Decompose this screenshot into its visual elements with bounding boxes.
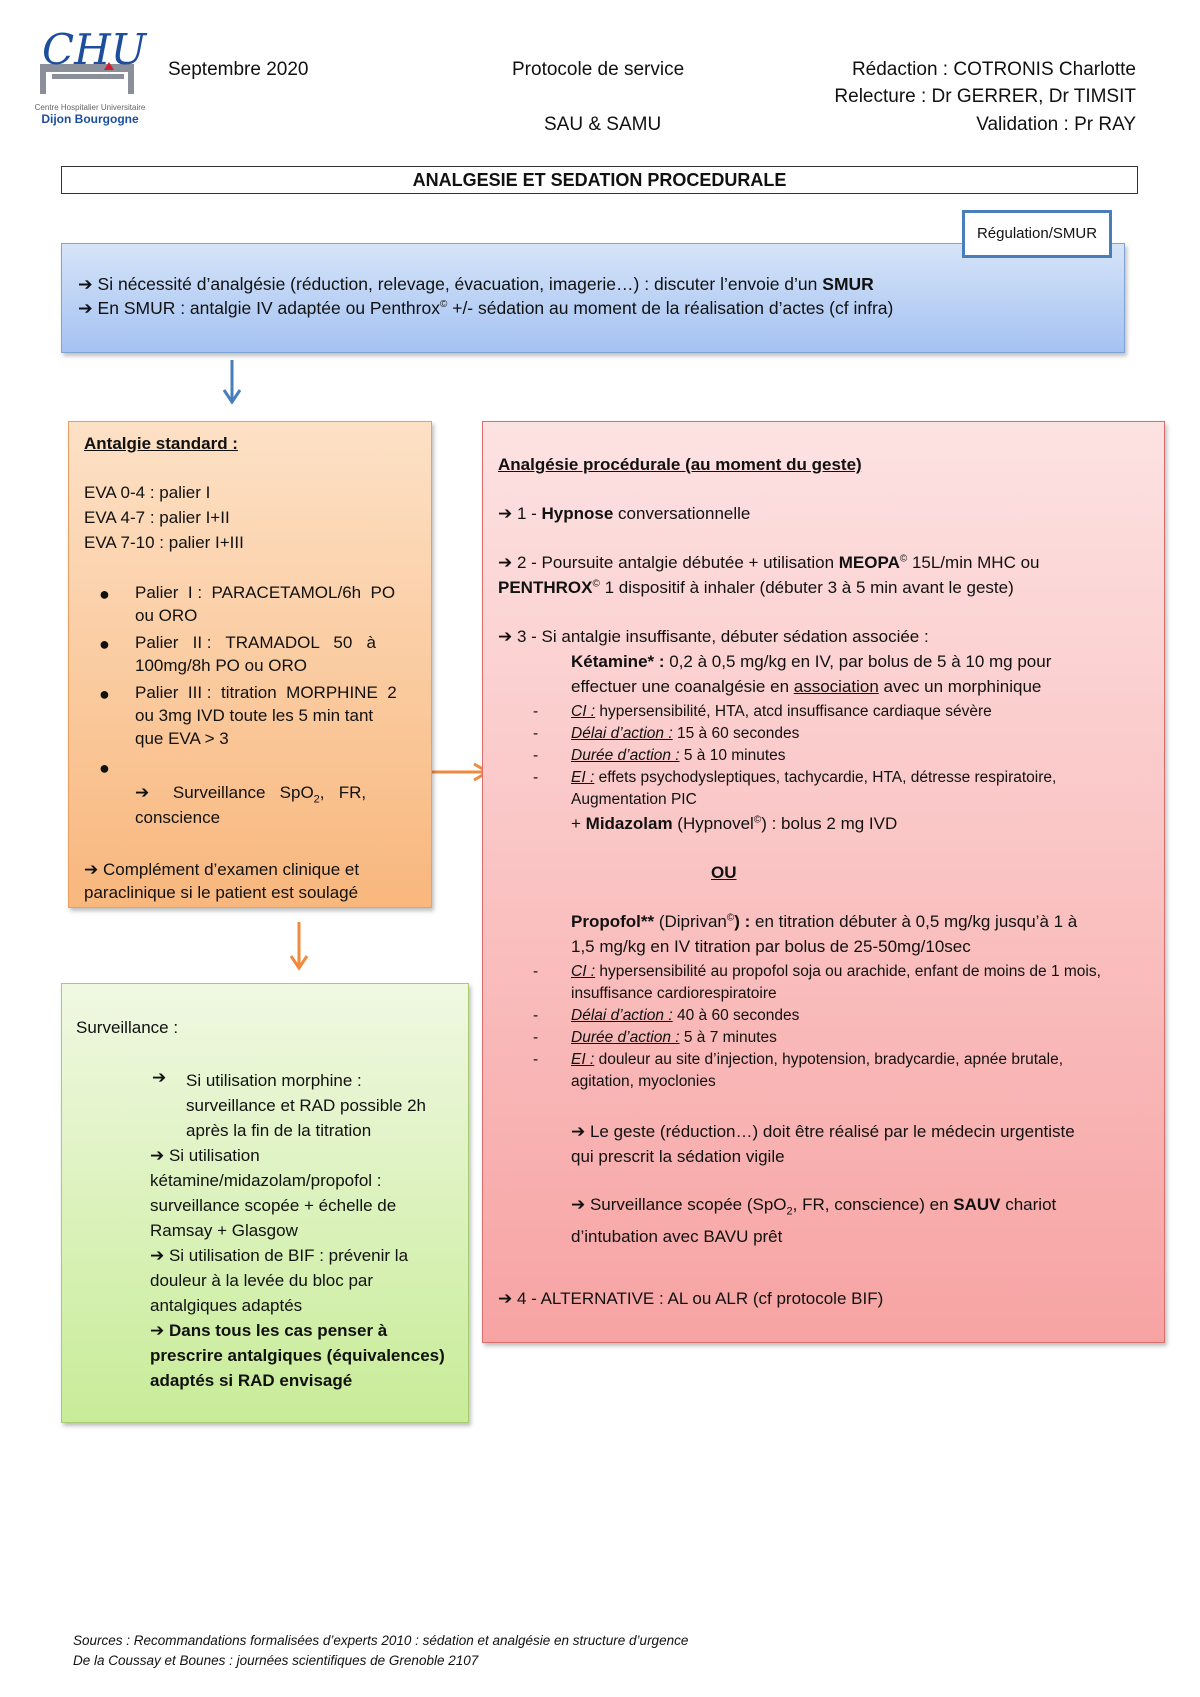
surveillance-ketamine: ➔ Si utilisation kétamine/midazolam/prop… bbox=[150, 1146, 397, 1240]
chu-logo-graphic: CHU bbox=[40, 25, 148, 94]
ketamine-duree: Durée d’action : 5 à 10 minutes bbox=[571, 747, 786, 764]
bullet-icon: ● bbox=[99, 684, 110, 704]
standard-title: Antalgie standard : bbox=[84, 434, 238, 453]
arrow-right-icon: ➔ bbox=[571, 1195, 590, 1214]
arrow-right-icon: ➔ bbox=[78, 274, 93, 294]
procedural-analgesia-box: Analgésie procédurale (au moment du gest… bbox=[482, 421, 1165, 1343]
dash-icon: - bbox=[533, 703, 539, 720]
logo-main-text: CHU bbox=[42, 25, 148, 74]
arrow-right-icon: ➔ bbox=[150, 1146, 169, 1165]
surveillance-box: Surveillance : ➔ Si utilisation morphine… bbox=[61, 983, 469, 1423]
dash-icon: - bbox=[533, 1029, 539, 1046]
bullet-icon: ● bbox=[99, 584, 110, 604]
propofol-line-2: 1,5 mg/kg en IV titration par bolus de 2… bbox=[571, 937, 971, 956]
propofol-delai: Délai d’action : 40 à 60 secondes bbox=[571, 1007, 800, 1024]
arrow-right-icon: ➔ bbox=[135, 783, 173, 802]
ketamine-ci: CI : hypersensibilité, HTA, atcd insuffi… bbox=[571, 703, 992, 720]
header-relecture: Relecture : Dr GERRER, Dr TIMSIT bbox=[834, 86, 1136, 107]
step-2-penthrox: PENTHROX© 1 dispositif à inhaler (débute… bbox=[498, 578, 1014, 597]
eva-line: EVA 4-7 : palier I+II bbox=[84, 508, 230, 527]
palier-3: Palier III : titration MORPHINE 2 ou 3mg… bbox=[135, 683, 397, 748]
surveillance-title: Surveillance : bbox=[76, 1018, 179, 1037]
eva-line: EVA 0-4 : palier I bbox=[84, 483, 211, 502]
dash-icon: - bbox=[533, 1051, 539, 1068]
header-protocol: Protocole de service bbox=[512, 59, 685, 80]
propofol-ei: EI : douleur au site d’injection, hypote… bbox=[571, 1051, 1064, 1068]
step-4-alternative: ➔ 4 - ALTERNATIVE : AL ou ALR (cf protoc… bbox=[498, 1289, 884, 1308]
eva-line: EVA 7-10 : palier I+III bbox=[84, 533, 244, 552]
dash-icon: - bbox=[533, 725, 539, 742]
arrow-right-icon: ➔ bbox=[498, 1289, 517, 1308]
propofol-ci-2: insuffisance cardiorespiratoire bbox=[571, 985, 777, 1002]
ketamine-ei: EI : effets psychodysleptiques, tachycar… bbox=[571, 769, 1057, 786]
surveillance-morphine: Si utilisation morphine : surveillance e… bbox=[186, 1071, 427, 1140]
scope-note: ➔ Surveillance scopée (SpO2, FR, conscie… bbox=[571, 1195, 1057, 1247]
step-3-sedation: ➔ 3 - Si antalgie insuffisante, débuter … bbox=[498, 627, 929, 646]
page-title: ANALGESIE ET SEDATION PROCEDURALE bbox=[61, 166, 1138, 194]
arrow-right-icon: ➔ bbox=[152, 1068, 167, 1087]
step-1-hypnose: ➔ 1 - Hypnose conversationnelle bbox=[498, 504, 751, 523]
surveillance-bif: ➔ Si utilisation de BIF : prévenir la do… bbox=[150, 1246, 409, 1315]
ketamine-line-1: Kétamine* : 0,2 à 0,5 mg/kg en IV, par b… bbox=[571, 652, 1052, 671]
arrow-right-icon: ➔ bbox=[150, 1246, 169, 1265]
standard-analgesia-box: Antalgie standard : EVA 0-4 : palier I E… bbox=[68, 421, 432, 908]
footer-reference: De la Coussay et Bounes : journées scien… bbox=[73, 1653, 479, 1668]
logo-sub1: Centre Hospitalier Universitaire bbox=[34, 103, 146, 112]
arrow-down-icon bbox=[289, 922, 309, 971]
regulation-line-1: ➔ Si nécessité d’analgésie (réduction, r… bbox=[78, 274, 874, 294]
midazolam-line: + Midazolam (Hypnovel©) : bolus 2 mg IVD bbox=[571, 814, 898, 833]
ketamine-line-2: effectuer une coanalgésie en association… bbox=[571, 677, 1042, 696]
footer-sources: Sources : Recommandations formalisées d’… bbox=[73, 1633, 689, 1648]
arrow-right-icon: ➔ bbox=[498, 553, 517, 572]
dash-icon: - bbox=[533, 963, 539, 980]
propofol-duree: Durée d’action : 5 à 7 minutes bbox=[571, 1029, 777, 1046]
propofol-line-1: Propofol** (Diprivan©) : en titration dé… bbox=[571, 912, 1078, 931]
dash-icon: - bbox=[533, 769, 539, 786]
header-service: SAU & SAMU bbox=[544, 114, 662, 135]
geste-note: ➔ Le geste (réduction…) doit être réalis… bbox=[571, 1122, 1075, 1166]
bullet-icon: ● bbox=[99, 758, 110, 778]
step-2-meopa: ➔ 2 - Poursuite antalgie débutée + utili… bbox=[498, 553, 1040, 572]
surveillance-spo2: ➔ Surveillance SpO2, FR, conscience bbox=[135, 783, 367, 828]
logo-sub2: Dijon Bourgogne bbox=[41, 112, 139, 126]
header-validation: Validation : Pr RAY bbox=[976, 114, 1136, 135]
arrow-down-icon bbox=[222, 360, 242, 405]
arrow-right-icon: ➔ bbox=[498, 504, 517, 523]
procedural-title: Analgésie procédurale (au moment du gest… bbox=[498, 455, 862, 474]
arrow-right-icon: ➔ bbox=[498, 627, 517, 646]
arrow-right-icon: ➔ bbox=[150, 1321, 169, 1340]
propofol-ci: CI : hypersensibilité au propofol soja o… bbox=[571, 963, 1101, 980]
dash-icon: - bbox=[533, 1007, 539, 1024]
chu-logo: CHU Centre Hospitalier Universitaire Dij… bbox=[30, 22, 150, 134]
ketamine-delai: Délai d’action : 15 à 60 secondes bbox=[571, 725, 800, 742]
palier-1: Palier I : PARACETAMOL/6h PO ou ORO bbox=[135, 583, 396, 625]
palier-2: Palier II : TRAMADOL 50 à 100mg/8h PO ou… bbox=[135, 633, 376, 675]
arrow-right-icon: ➔ bbox=[571, 1122, 590, 1141]
ketamine-ei-2: Augmentation PIC bbox=[571, 791, 697, 808]
ou-separator: OU bbox=[711, 863, 737, 882]
regulation-label: Régulation/SMUR bbox=[962, 210, 1112, 258]
header-redaction: Rédaction : COTRONIS Charlotte bbox=[851, 59, 1136, 80]
header-date: Septembre 2020 bbox=[168, 59, 309, 80]
propofol-ei-2: agitation, myoclonies bbox=[571, 1073, 716, 1090]
complement-note: ➔ Complément d’examen clinique et paracl… bbox=[84, 860, 360, 902]
bullet-icon: ● bbox=[99, 634, 110, 654]
regulation-box: ➔ Si nécessité d’analgésie (réduction, r… bbox=[61, 243, 1125, 353]
arrow-right-icon: ➔ bbox=[78, 298, 93, 318]
surveillance-all-cases: ➔ Dans tous les cas penser à prescrire a… bbox=[150, 1321, 445, 1390]
regulation-line-2: ➔ En SMUR : antalgie IV adaptée ou Penth… bbox=[78, 298, 894, 318]
arrow-right-icon: ➔ bbox=[84, 860, 103, 879]
dash-icon: - bbox=[533, 747, 539, 764]
